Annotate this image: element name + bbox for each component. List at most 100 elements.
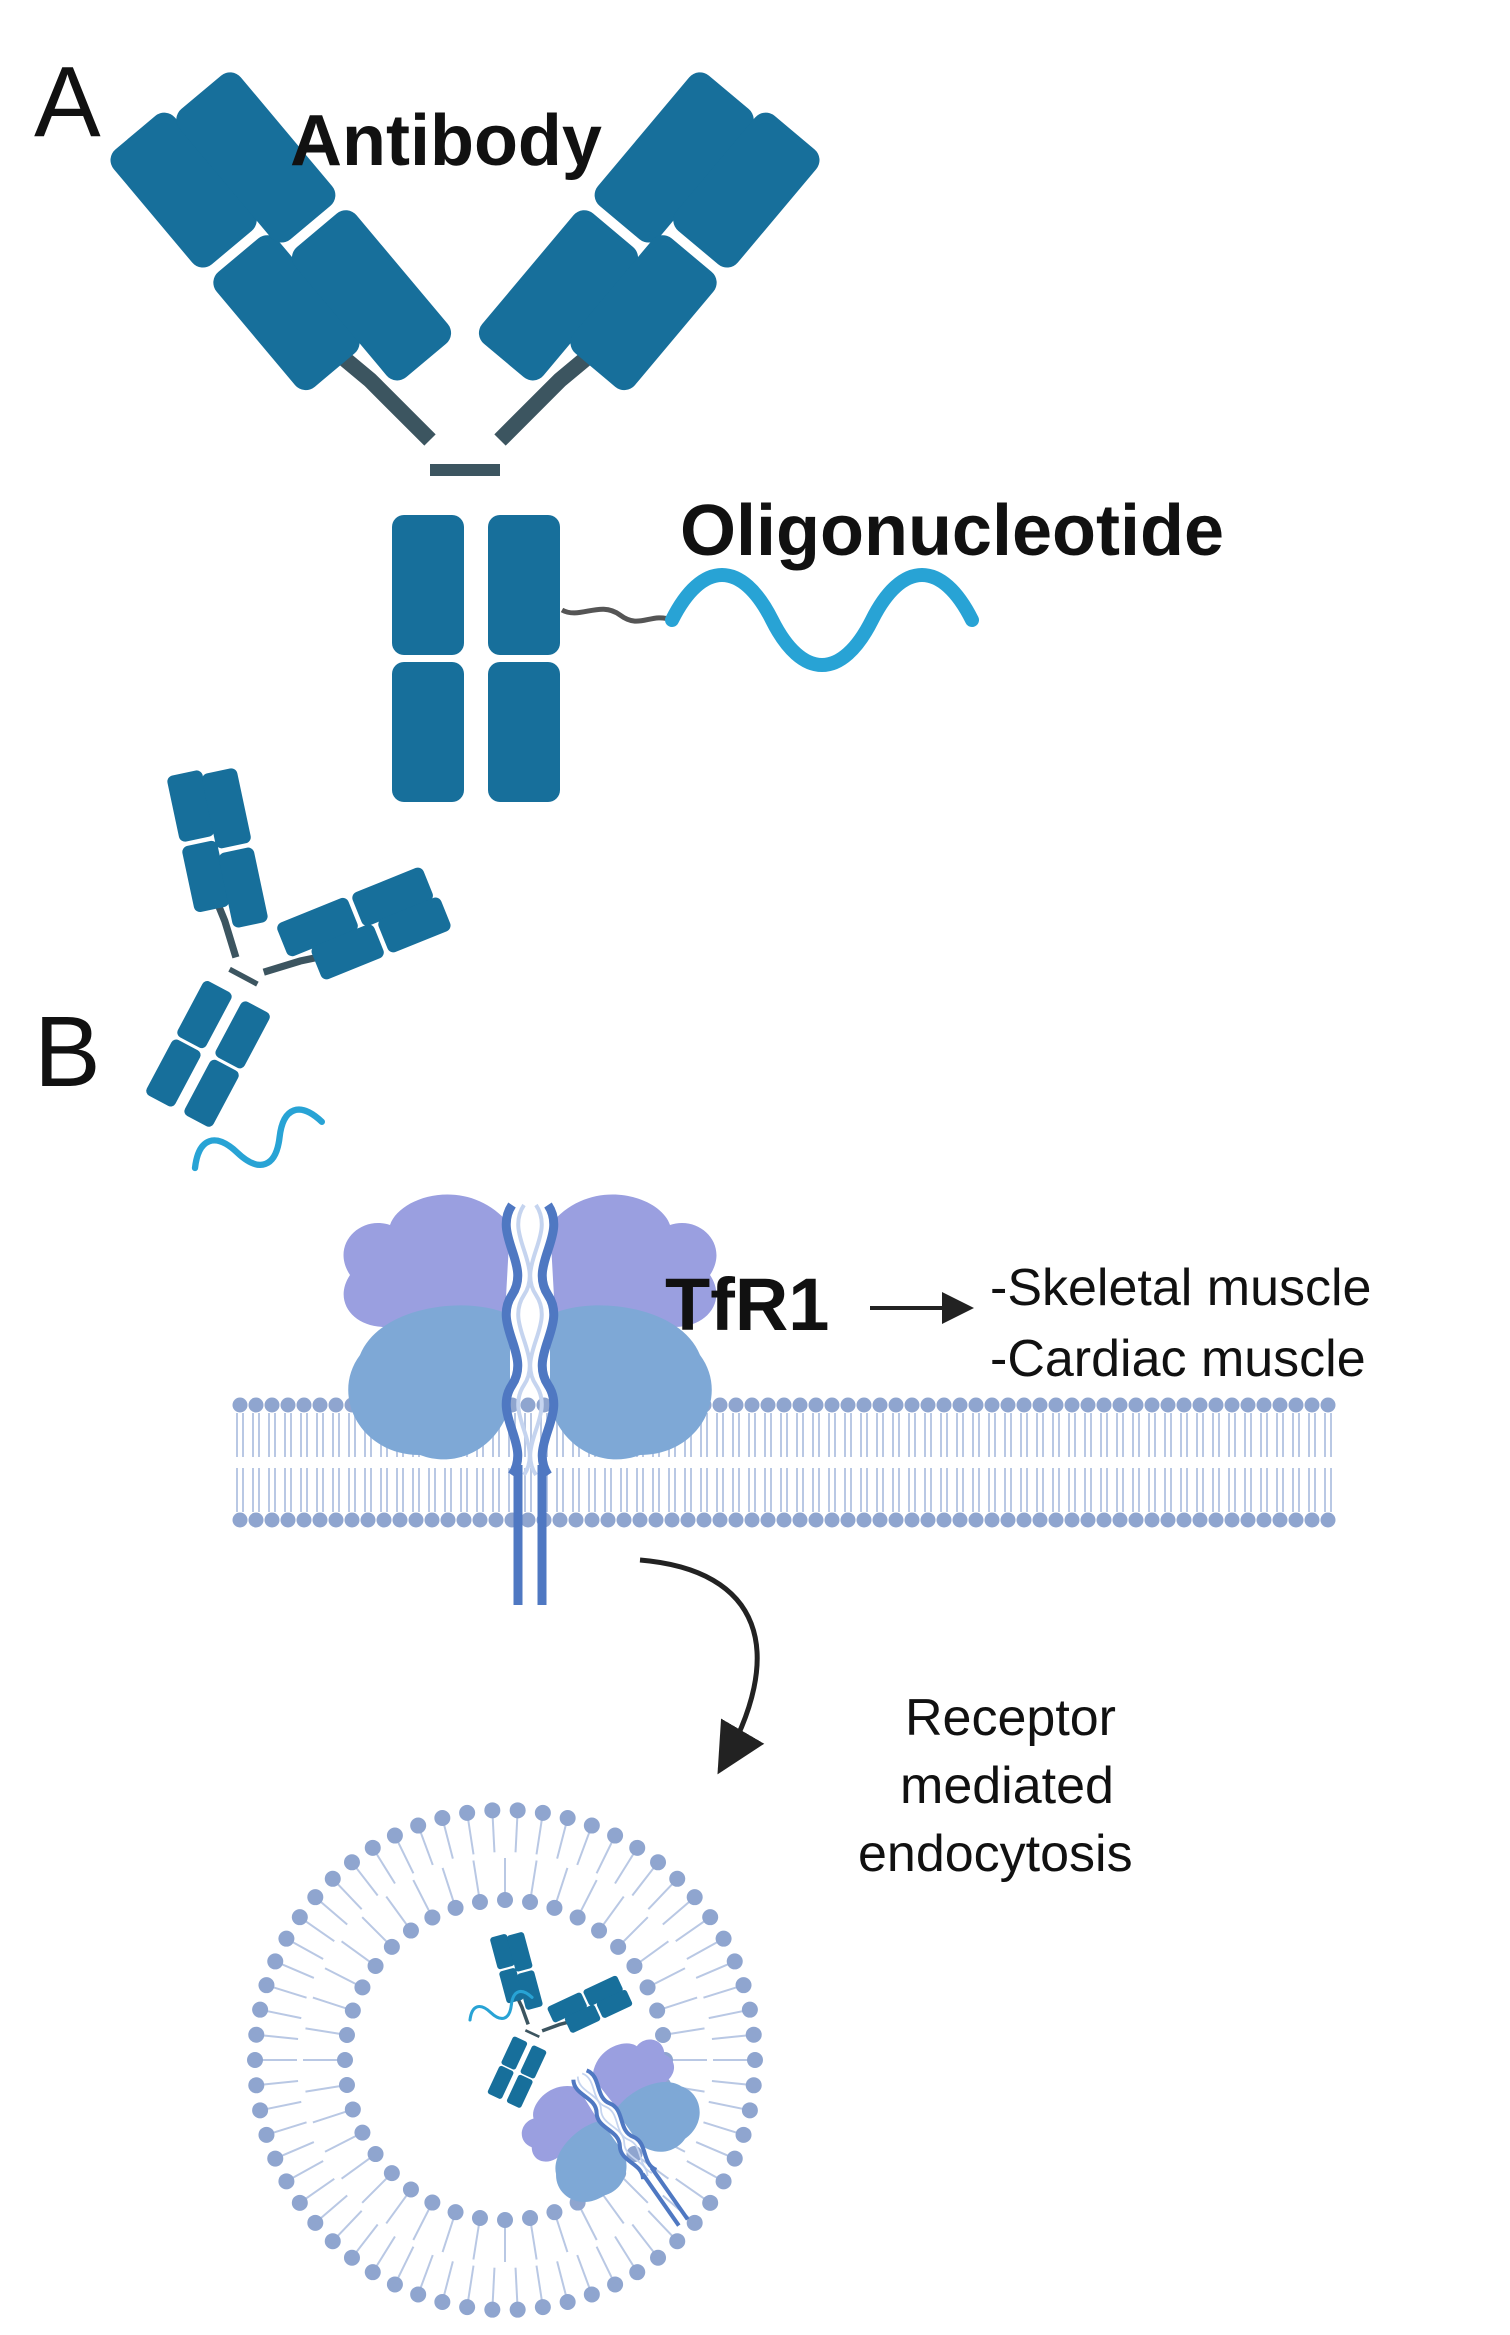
lipid-head — [1128, 1512, 1144, 1528]
lipid-head — [1304, 1512, 1320, 1528]
lipid-head — [344, 2101, 361, 2118]
lipid-head — [650, 1854, 667, 1871]
lipid-head — [1144, 1512, 1160, 1528]
panel-b-letter: B — [34, 996, 101, 1108]
target-cardiac-muscle: -Cardiac muscle — [990, 1330, 1366, 1388]
lipid-head — [424, 1909, 441, 1926]
lipid-head — [715, 2173, 732, 2190]
lipid-head — [904, 1512, 920, 1528]
lipid-head — [1096, 1397, 1112, 1413]
lipid-head — [1144, 1397, 1160, 1413]
lipid-head — [741, 2102, 758, 2119]
lipid-head — [872, 1397, 888, 1413]
lipid-head — [328, 1512, 344, 1528]
lipid-head — [1256, 1397, 1272, 1413]
lipid-head — [252, 2102, 269, 2119]
lipid-head — [639, 1979, 656, 1996]
lipid-head — [307, 1889, 324, 1906]
lipid-head — [776, 1512, 792, 1528]
lipid-head — [728, 1397, 744, 1413]
lipid-head — [434, 1809, 451, 1826]
lipid-head — [984, 1397, 1000, 1413]
lipid-head — [354, 1979, 371, 1996]
lipid-head — [952, 1397, 968, 1413]
lipid-head — [856, 1512, 872, 1528]
tfr1-label: TfR1 — [665, 1263, 830, 1346]
lipid-head — [669, 2233, 686, 2250]
lipid-head — [629, 1839, 646, 1856]
lipid-head — [702, 2194, 719, 2211]
lipid-head — [344, 2002, 361, 2019]
lipid-head — [648, 1512, 664, 1528]
lipid-head — [776, 1397, 792, 1413]
lipid-head — [808, 1397, 824, 1413]
lipid-head — [968, 1397, 984, 1413]
lipid-head — [383, 1938, 400, 1955]
lipid-head — [484, 2301, 501, 2318]
lipid-head — [1032, 1512, 1048, 1528]
lipid-head — [583, 1817, 600, 1834]
lipid-head — [1320, 1512, 1336, 1528]
lipid-head — [247, 2052, 263, 2068]
lipid-head — [343, 1854, 360, 1871]
lipid-head — [583, 2286, 600, 2303]
lipid-head — [664, 1512, 680, 1528]
lipid-head — [610, 1938, 627, 1955]
lipid-head — [735, 1977, 752, 1994]
lipid-head — [1240, 1512, 1256, 1528]
lipid-head — [1096, 1512, 1112, 1528]
lipid-head — [471, 1893, 488, 1910]
lipid-head — [364, 2264, 381, 2281]
lipid-head — [1032, 1397, 1048, 1413]
lipid-head — [741, 2001, 758, 2018]
lipid-head — [1080, 1512, 1096, 1528]
lipid-head — [1016, 1512, 1032, 1528]
lipid-head — [447, 2204, 464, 2221]
lipid-head — [232, 1397, 248, 1413]
lipid-head — [792, 1512, 808, 1528]
lipid-head — [410, 1817, 427, 1834]
lipid-head — [649, 2002, 666, 2019]
lipid-head — [936, 1512, 952, 1528]
lipid-head — [1176, 1397, 1192, 1413]
lipid-head — [629, 2264, 646, 2281]
lipid-head — [968, 1512, 984, 1528]
process-line-3: endocytosis — [858, 1825, 1133, 1883]
lipid-head — [1112, 1397, 1128, 1413]
lipid-head — [747, 2052, 763, 2068]
lipid-head — [712, 1512, 728, 1528]
lipid-head — [343, 2249, 360, 2266]
lipid-head — [1208, 1397, 1224, 1413]
lipid-head — [509, 1802, 526, 1819]
lipid-head — [522, 1893, 539, 1910]
lipid-head — [1288, 1397, 1304, 1413]
endosome-vesicle — [247, 1802, 763, 2318]
lipid-head — [1016, 1397, 1032, 1413]
lipid-head — [696, 1512, 712, 1528]
lipid-head — [1048, 1397, 1064, 1413]
lipid-head — [952, 1512, 968, 1528]
lipid-head — [686, 2214, 703, 2231]
lipid-head — [324, 1870, 341, 1887]
lipid-head — [735, 2126, 752, 2143]
lipid-head — [1240, 1397, 1256, 1413]
lipid-head — [1128, 1397, 1144, 1413]
lipid-head — [434, 2294, 451, 2311]
lipid-head — [808, 1512, 824, 1528]
oligo-linker-a — [560, 606, 673, 624]
lipid-head — [386, 2276, 403, 2293]
lipid-head — [1192, 1397, 1208, 1413]
lipid-head — [376, 1512, 392, 1528]
lipid-head — [1112, 1512, 1128, 1528]
process-line-1: Receptor — [905, 1689, 1116, 1747]
lipid-head — [248, 1397, 264, 1413]
lipid-head — [745, 2026, 762, 2043]
oligonucleotide-label: Oligonucleotide — [680, 491, 1225, 571]
lipid-head — [936, 1397, 952, 1413]
lipid-head — [232, 1512, 248, 1528]
lipid-head — [367, 1957, 384, 1974]
lipid-head — [367, 2146, 384, 2163]
lipid-head — [383, 2165, 400, 2182]
